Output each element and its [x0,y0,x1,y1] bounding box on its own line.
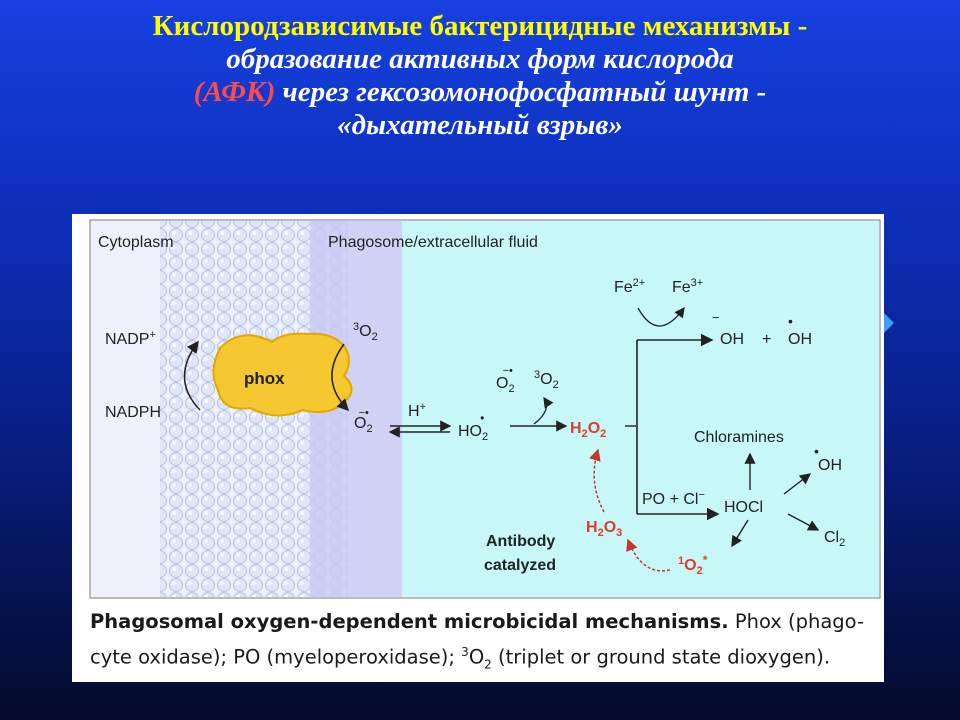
phox-enzyme [212,332,353,417]
po-cl-label: PO + Cl− [642,489,705,508]
title-line-3: (АФК) через гексозомонофосфатный шунт - [40,76,920,109]
chlorine-label: Cl2 [824,529,845,549]
o2-reduction-arrow [331,343,350,412]
nadph-label: NADPH [105,404,161,421]
hydroxide-label: OH [720,331,744,348]
nadph-to-nadp-arrow [183,340,201,411]
h2o3-label: H2O3 [586,519,622,539]
hocl-label: HOCl [724,499,763,516]
title-line-4: «дыхательный взрыв» [337,109,623,141]
iron-cycle-arrow [637,306,685,327]
plus-sign: + [762,331,771,348]
triplet-o2-label-2: 3O2 [534,369,559,391]
caption-sub: 2 [484,657,492,672]
to-chlorine-arrow [787,513,820,531]
hydroxyl-radical-label: OH [788,331,812,348]
pathway-diagram: Cytoplasm Phagosome/extracellular fluid … [89,219,881,599]
figure-caption: Phagosomal oxygen-dependent microbicidal… [90,607,880,679]
title-abbr: (АФК) [193,76,276,108]
caption-sup: 3 [461,645,469,659]
phagosome-label: Phagosome/extracellular fluid [328,234,538,251]
triplet-o2-label: 3O2 [353,321,378,343]
superoxide-label-2: O2−• [496,365,515,395]
singlet-oxygen-label: 1O2* [678,553,708,577]
cytoplasm-label: Cytoplasm [98,234,174,251]
caption-title: Phagosomal oxygen-dependent microbicidal… [90,610,729,633]
fe3-label: Fe3+ [672,277,703,296]
radical-dot: • [788,313,793,329]
h-plus-label: H+ [408,401,426,420]
caption-text-1: Phox (phago- [728,610,865,633]
h2o2-label: H2O2 [570,420,606,440]
title-line-1: Кислородзависимые бактерицидные механизм… [152,10,808,42]
antibody-path-arrow-1 [626,538,671,572]
hydroxyl-radical-label-2: OH [818,457,842,474]
hydroxide-charge: − [712,310,720,325]
o2-release-arrow [533,396,554,425]
title-line-2: образование активных форм кислорода [226,43,734,75]
phox-label: phox [244,369,285,388]
radical-dot-2: • [814,443,819,459]
to-singlet-arrow [731,519,749,548]
caption-text-3: (triplet or ground state dioxygen). [491,645,831,669]
superoxide-label: O2−• [354,407,373,435]
decorative-arrow-icon [884,313,894,333]
hydroperoxyl-label: HO2• [458,411,488,443]
caption-o: O [468,645,485,669]
figure: Cytoplasm Phagosome/extracellular fluid … [72,214,884,682]
to-hydroxyl-arrow [783,473,812,495]
fe2-label: Fe2+ [614,277,645,296]
nadp-plus-label: NADP+ [105,329,156,348]
phagosome-region [402,221,879,597]
catalyzed-label: catalyzed [484,557,556,574]
chloramines-label: Chloramines [694,429,784,446]
caption-text-2: cyte oxidase); PO (myeloperoxidase); [90,645,462,669]
slide-title: Кислородзависимые бактерицидные механизм… [40,10,920,142]
title-line-3-rest: через гексозомонофосфатный шунт - [275,76,767,108]
antibody-label: Antibody [486,533,555,550]
antibody-path-arrow-2 [589,448,605,513]
